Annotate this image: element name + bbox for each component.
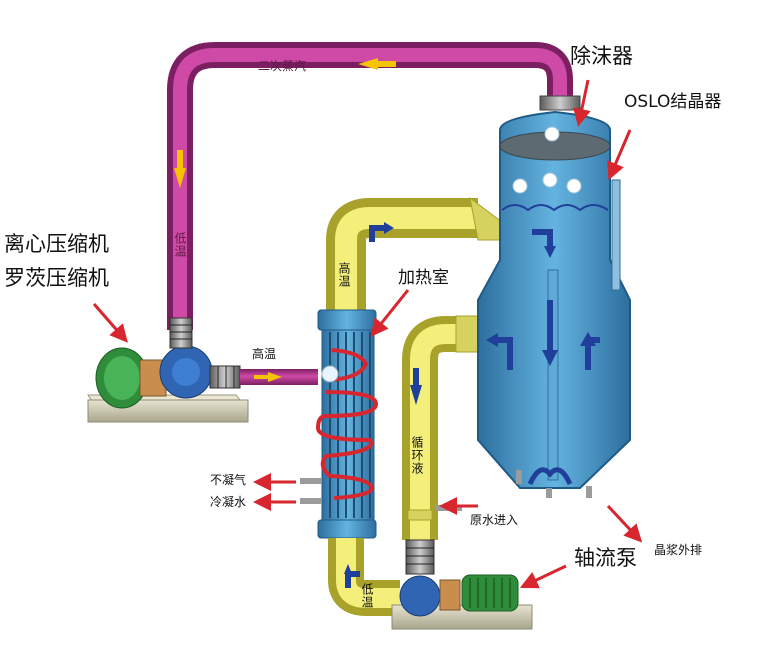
steam-flow-arrow-down: [174, 168, 186, 188]
label-circulating-liquid: 循环液: [410, 436, 424, 475]
vapor-bubbles: [512, 126, 582, 194]
pointer-slurry-out: [606, 504, 643, 543]
outlet-bellows: [209, 365, 241, 389]
secondary-steam-pipe: [167, 42, 581, 330]
label-roots-compressor: 罗茨压缩机: [4, 266, 109, 290]
compressed-steam-pipe: [240, 369, 318, 385]
pointer-demister: [573, 79, 591, 127]
label-high-temp-horizontal: 高温: [252, 347, 277, 361]
label-high-temp-vertical: 高温: [337, 262, 351, 288]
pump-motor: [461, 574, 519, 612]
label-axial-pump: 轴流泵: [574, 546, 637, 570]
low-temp-pipe: [328, 538, 400, 616]
axial-pump-assembly: [391, 574, 533, 630]
compressed-steam-arrow: [268, 372, 282, 382]
pump-volute: [399, 575, 441, 617]
label-slurry-discharge: 晶浆外排: [654, 543, 703, 557]
steam-flow-arrow-left: [358, 58, 378, 70]
oslo-crystallizer: [477, 110, 631, 498]
heating-chamber: [300, 309, 379, 539]
label-demister: 除沫器: [570, 44, 633, 68]
pointer-arrows: [92, 79, 643, 589]
pointer-heating-chamber: [370, 289, 410, 338]
label-condensate: 冷凝水: [210, 495, 247, 509]
pointer-oslo: [607, 129, 632, 181]
vessel-flow-arrows: [486, 229, 600, 486]
label-low-temp-vertical: 低温: [173, 232, 187, 258]
label-oslo-crystallizer: OSLO结晶器: [624, 92, 722, 112]
compressor-assembly: [87, 317, 250, 423]
circulating-pipe: [402, 315, 485, 575]
label-noncondensable-gas: 不凝气: [210, 473, 247, 487]
label-raw-water-inlet: 原水进入: [470, 513, 519, 527]
label-heating-chamber: 加热室: [398, 268, 449, 288]
circulation-arrow: [410, 385, 422, 405]
label-low-temp: 低温: [360, 583, 374, 609]
label-centrifugal-compressor: 离心压缩机: [4, 232, 109, 256]
inlet-bellows: [169, 317, 193, 349]
label-secondary-steam: 二次蒸汽: [258, 59, 307, 73]
pointer-compressor: [92, 303, 128, 343]
pointer-axial-pump: [519, 564, 567, 589]
pump-bellows: [405, 539, 435, 575]
